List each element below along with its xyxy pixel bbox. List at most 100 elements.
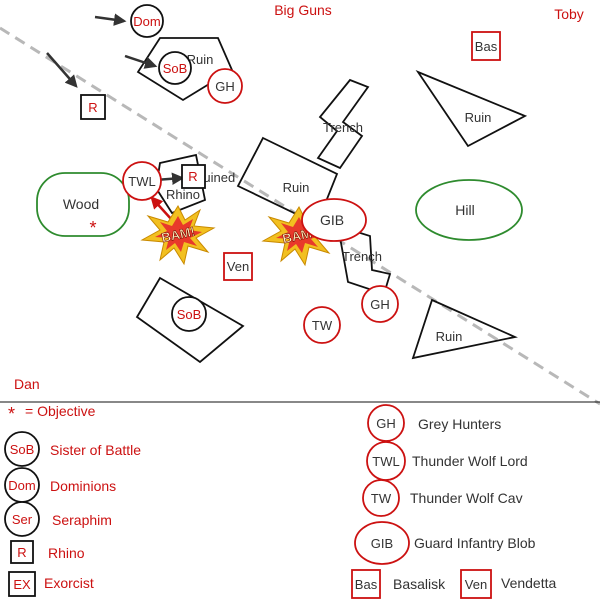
move-arrow-sob	[124, 54, 158, 69]
unit-rhino-left-label: R	[88, 100, 97, 115]
map-title: Big Guns	[274, 2, 332, 18]
legend-entry-sob: SoB Sister of Battle	[4, 431, 141, 467]
unit-thunder-wolf-lord-label: TWL	[128, 174, 155, 189]
legend-gib-token	[354, 521, 410, 565]
move-arrow-rhino-left	[46, 52, 78, 88]
unit-sob-top-label: SoB	[163, 61, 188, 76]
unit-rhino-mid[interactable]: R	[181, 164, 206, 189]
unit-guard-infantry-blob-token	[301, 198, 367, 242]
unit-guard-infantry-blob[interactable]: GIB	[301, 198, 367, 242]
legend-exorcist-token	[8, 571, 36, 597]
legend-tw-token	[362, 479, 400, 517]
unit-grey-hunters-top-label: GH	[215, 79, 235, 94]
legend-ser-code: Ser	[12, 512, 33, 527]
legend-objective-label: = Objective	[25, 403, 96, 419]
unit-sob-top-token	[158, 51, 192, 85]
unit-thunder-wolf-cav-token	[303, 306, 341, 344]
unit-dominions-top[interactable]: Dom	[130, 4, 164, 38]
legend-entry-exorcist: EX Exorcist	[8, 571, 94, 597]
player-name-left: Dan	[14, 376, 40, 392]
legend-sob-token	[4, 431, 40, 467]
legend-exorcist-label: Exorcist	[44, 575, 94, 591]
hill-terrain	[415, 179, 523, 241]
unit-thunder-wolf-lord-token	[122, 161, 162, 201]
legend-gh-label: Grey Hunters	[418, 416, 501, 432]
unit-rhino-mid-label: R	[188, 169, 197, 184]
legend-entry-tw: TW Thunder Wolf Cav	[362, 479, 523, 517]
unit-sob-bottom-label: SoB	[177, 307, 202, 322]
unit-dominions-top-token	[130, 4, 164, 38]
legend-entry-dom: Dom Dominions	[4, 467, 116, 503]
wood-terrain	[36, 172, 130, 237]
explosion-left: BAM!	[140, 204, 216, 266]
legend-basalisk-token	[351, 569, 381, 599]
move-arrow-dom	[94, 13, 127, 26]
unit-basalisk-token	[471, 31, 501, 61]
legend-ser-label: Seraphim	[52, 512, 112, 528]
legend-entry-gh: GH Grey Hunters	[367, 404, 501, 442]
legend-tw-code: TW	[371, 491, 392, 506]
ruin-right-terrain	[415, 70, 528, 148]
legend-gh-token	[367, 404, 405, 442]
unit-thunder-wolf-lord[interactable]: TWL	[122, 161, 162, 201]
ruin-right-label: Ruin	[465, 110, 492, 125]
legend-entry-rhino: R Rhino	[10, 540, 85, 564]
legend-twl-code: TWL	[372, 454, 399, 469]
legend-dom-label: Dominions	[50, 478, 116, 494]
legend-tw-label: Thunder Wolf Cav	[410, 490, 523, 506]
unit-grey-hunters-bottom-token	[361, 285, 399, 323]
legend-entry-gib: GIB Guard Infantry Blob	[354, 521, 536, 565]
legend-sob-code: SoB	[10, 442, 35, 457]
legend-dom-code: Dom	[8, 478, 35, 493]
legend-rhino-label: Rhino	[48, 545, 85, 561]
unit-vendetta-token	[223, 252, 253, 281]
unit-grey-hunters-bottom-label: GH	[370, 297, 390, 312]
legend-entry-ser: Ser Seraphim	[4, 501, 112, 537]
unit-sob-bottom-token	[171, 296, 207, 332]
explosion-left-text: BAM!	[160, 224, 196, 246]
ruin-mid-label: Ruin	[283, 180, 310, 195]
player-name-right: Toby	[554, 6, 584, 22]
unit-sob-top[interactable]: SoB	[158, 51, 192, 85]
legend-sob-label: Sister of Battle	[50, 442, 141, 458]
ruin-low-left-terrain	[135, 276, 245, 364]
unit-grey-hunters-top[interactable]: GH	[207, 68, 243, 104]
trench-top-terrain	[316, 78, 370, 170]
legend-exorcist-code: EX	[13, 577, 31, 592]
trench-mid-label: Trench	[342, 249, 382, 264]
legend-objective-star: *	[8, 404, 15, 424]
unit-rhino-mid-token	[181, 164, 206, 189]
ruin-top-label: Ruin	[187, 52, 214, 67]
unit-thunder-wolf-cav-label: TW	[312, 318, 333, 333]
legend-rhino-token	[10, 540, 34, 564]
unit-rhino-left-token	[80, 94, 106, 120]
unit-dominions-top-label: Dom	[133, 14, 160, 29]
charge-arrow-twl	[150, 196, 173, 221]
unit-basalisk[interactable]: Bas	[471, 31, 501, 61]
unit-vendetta[interactable]: Ven	[223, 252, 253, 281]
unit-basalisk-label: Bas	[475, 39, 498, 54]
legend-entry-twl: TWL Thunder Wolf Lord	[366, 441, 528, 481]
legend-ser-token	[4, 501, 40, 537]
legend-entry-vendetta: Ven Vendetta	[460, 569, 556, 599]
trench-top-label: Trench	[323, 120, 363, 135]
legend-vendetta-label: Vendetta	[501, 575, 556, 591]
legend-vendetta-token	[460, 569, 492, 599]
unit-grey-hunters-bottom[interactable]: GH	[361, 285, 399, 323]
unit-thunder-wolf-cav[interactable]: TW	[303, 306, 341, 344]
legend-gib-label: Guard Infantry Blob	[414, 535, 536, 551]
ruin-bottom-label: Ruin	[436, 329, 463, 344]
legend-vendetta-code: Ven	[465, 577, 487, 592]
legend-basalisk-label: Basalisk	[393, 576, 446, 592]
ruin-bottom-terrain	[411, 298, 518, 360]
explosion-left-core	[155, 216, 202, 252]
legend-entry-basalisk: Bas Basalisk	[351, 569, 446, 599]
unit-rhino-left[interactable]: R	[80, 94, 106, 120]
unit-vendetta-label: Ven	[227, 259, 249, 274]
objective-marker-wood: *	[89, 218, 96, 238]
deployment-divider-line	[0, 26, 600, 406]
rhino-wreck-label: Rhino	[166, 187, 200, 202]
legend-basalisk-code: Bas	[355, 577, 378, 592]
unit-sob-bottom[interactable]: SoB	[171, 296, 207, 332]
unit-guard-infantry-blob-label: GIB	[320, 212, 344, 228]
